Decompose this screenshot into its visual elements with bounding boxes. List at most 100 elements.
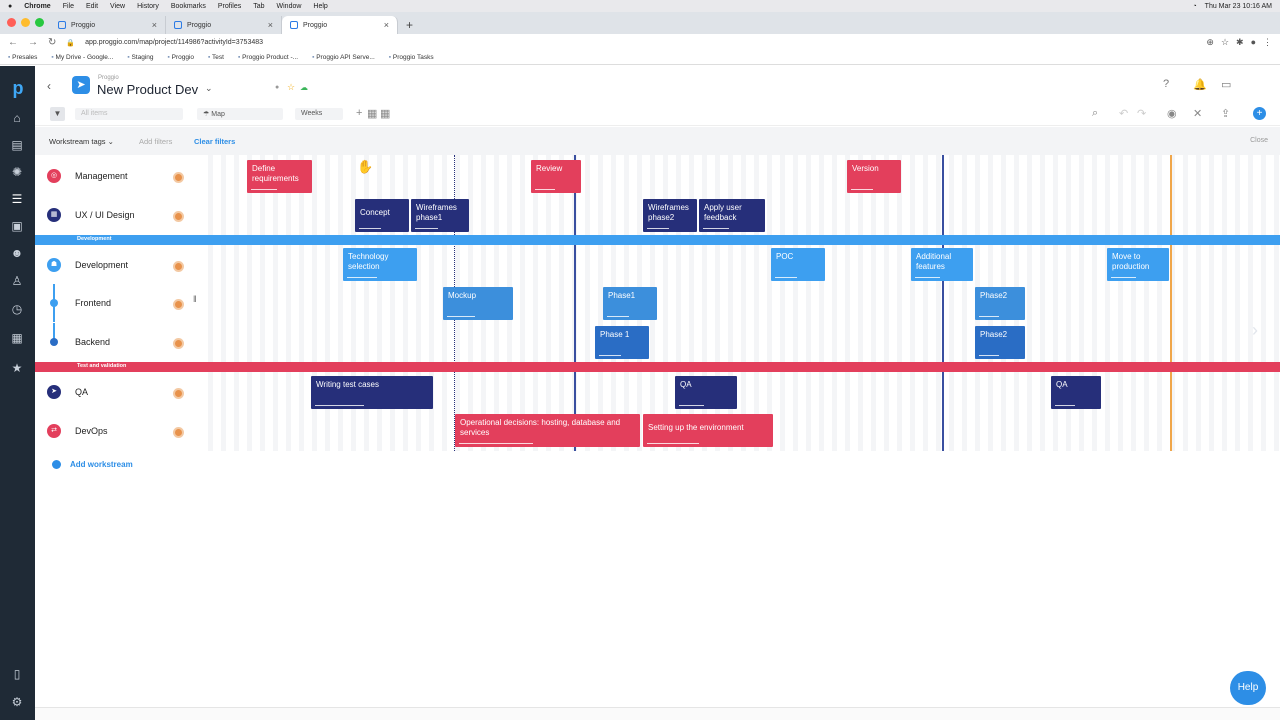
task-backend-phase1[interactable]: Phase 1 [595,326,649,359]
avatar[interactable] [173,427,184,438]
view-select[interactable]: ☂ Map [197,108,283,120]
share-icon[interactable]: ⇪ [1221,108,1231,120]
bell-icon[interactable]: 🔔 [1193,79,1207,91]
workstream-row-backend[interactable]: Backend [35,323,200,361]
bookmark-item[interactable]: Proggio API Serve... [312,54,375,61]
home-icon[interactable]: ⌂ [13,111,21,125]
close-window-icon[interactable] [7,18,16,27]
avatar[interactable] [173,261,184,272]
help-question-icon[interactable]: ? [1163,78,1170,90]
menu-file[interactable]: File [62,2,74,10]
add-workstream-icon[interactable] [52,460,61,469]
team-icon[interactable]: ☻ [10,246,24,260]
chevron-down-icon[interactable]: ⌄ [205,83,213,93]
tools-icon[interactable]: ✕ [1193,108,1203,120]
proggio-logo-icon[interactable]: p [12,78,24,98]
task-qa-2[interactable]: QA [1051,376,1101,409]
menu-window[interactable]: Window [276,2,302,10]
workstream-row-management[interactable]: ◎ Management [35,157,200,195]
bookmark-item[interactable]: Presales [8,54,37,61]
wifi-icon[interactable]: ◔ [1192,2,1197,10]
task-define-requirements[interactable]: Define requirements [247,160,312,193]
bookmark-item[interactable]: My Drive - Google... [51,54,114,61]
dashboard-icon[interactable]: ◷ [11,302,23,316]
favorites-icon[interactable]: ★ [11,361,23,375]
extensions-icon[interactable]: ✱ [1236,37,1244,47]
forward-nav-icon[interactable]: → [28,37,38,48]
browser-tab-1[interactable]: Proggio× [50,16,166,34]
add-icon[interactable]: + [356,107,363,119]
browser-menu-icon[interactable]: ⋮ [1263,37,1272,47]
calendar-range-icon[interactable]: ▦ [380,108,391,120]
menu-edit[interactable]: Edit [85,2,99,10]
task-wireframes-phase2[interactable]: Wireframes phase2 [643,199,697,232]
bookmark-item[interactable]: Test [208,54,224,61]
workstream-row-frontend[interactable]: Frontend ‖ [35,284,200,322]
close-tab-icon[interactable]: × [267,20,273,30]
task-poc[interactable]: POC [771,248,825,281]
apple-icon[interactable]: ● [8,2,13,10]
bottom-scrollbar[interactable] [35,707,1280,720]
workstream-row-ux-ui-design[interactable]: ▦ UX / UI Design [35,196,200,234]
task-review[interactable]: Review [531,160,581,193]
settings-gear-icon[interactable]: ⚙ [11,695,23,709]
info-icon[interactable]: ● [275,84,280,91]
avatar[interactable] [173,299,184,310]
bookmark-star-icon[interactable]: ☆ [1220,37,1230,47]
calendar-icon[interactable]: ▦ [367,108,378,120]
bookmark-item[interactable]: Proggio Tasks [389,54,434,61]
browser-tab-3[interactable]: Proggio× [282,16,398,34]
chat-icon[interactable]: ▭ [1221,79,1232,91]
avatar[interactable] [173,172,184,183]
browser-tab-2[interactable]: Proggio× [166,16,282,34]
back-arrow-icon[interactable]: ‹ [47,79,51,93]
back-nav-icon[interactable]: ← [8,37,18,48]
phase-band-test[interactable]: Test and validation [35,362,1280,372]
task-technology-selection[interactable]: Technology selection [343,248,417,281]
close-tab-icon[interactable]: × [383,20,389,30]
menu-app[interactable]: Chrome [24,2,51,10]
reports-icon[interactable]: ▦ [11,331,23,345]
avatar[interactable] [173,338,184,349]
zoom-icon[interactable]: ⊕ [1206,37,1214,47]
phase-band-development[interactable]: Development [35,235,1280,245]
ideas-icon[interactable]: ✺ [11,165,23,179]
task-mockup[interactable]: Mockup [443,287,513,320]
profile-icon[interactable]: ● [1250,37,1256,47]
task-writing-test-cases[interactable]: Writing test cases [311,376,433,409]
scale-select[interactable]: Weeks [295,108,343,120]
task-qa-1[interactable]: QA [675,376,737,409]
menu-history[interactable]: History [137,2,159,10]
project-title[interactable]: New Product Dev [97,82,199,97]
clock[interactable]: Thu Mar 23 10:16 AM [1204,2,1272,10]
task-additional-features[interactable]: Additional features [911,248,973,281]
undo-icon[interactable]: ↶ [1119,108,1129,120]
task-setting-up-environment[interactable]: Setting up the environment [643,414,773,447]
add-workstream-button[interactable]: Add workstream [70,460,133,469]
task-operational-decisions[interactable]: Operational decisions: hosting, database… [455,414,640,447]
close-filterbar-link[interactable]: Close [1250,137,1268,144]
workstream-row-qa[interactable]: ➤ QA [35,373,200,411]
close-tab-icon[interactable]: × [151,20,157,30]
clear-filters-link[interactable]: Clear filters [194,137,236,146]
projects-icon[interactable]: ☰ [11,192,23,206]
task-concept[interactable]: Concept [355,199,409,232]
menu-bookmarks[interactable]: Bookmarks [170,2,206,10]
menu-tab[interactable]: Tab [253,2,265,10]
new-tab-button[interactable]: + [406,18,414,32]
help-button[interactable]: Help [1230,671,1266,705]
menu-view[interactable]: View [110,2,126,10]
docs-icon[interactable]: ▯ [13,667,21,681]
bookmark-item[interactable]: Proggio Product -... [238,54,298,61]
resize-handle-icon[interactable]: ‖ [193,294,197,304]
workstream-row-development[interactable]: ☗ Development [35,246,200,284]
items-filter-select[interactable]: All items [75,108,183,120]
portfolio-icon[interactable]: ▤ [11,138,23,152]
star-icon[interactable]: ☆ [287,82,296,92]
eye-icon[interactable]: ◉ [1167,108,1177,120]
redo-icon[interactable]: ↷ [1137,108,1147,120]
bookmark-item[interactable]: Staging [127,54,153,61]
task-version[interactable]: Version [847,160,901,193]
minimize-window-icon[interactable] [21,18,30,27]
filter-icon[interactable]: ▼ [50,107,65,121]
